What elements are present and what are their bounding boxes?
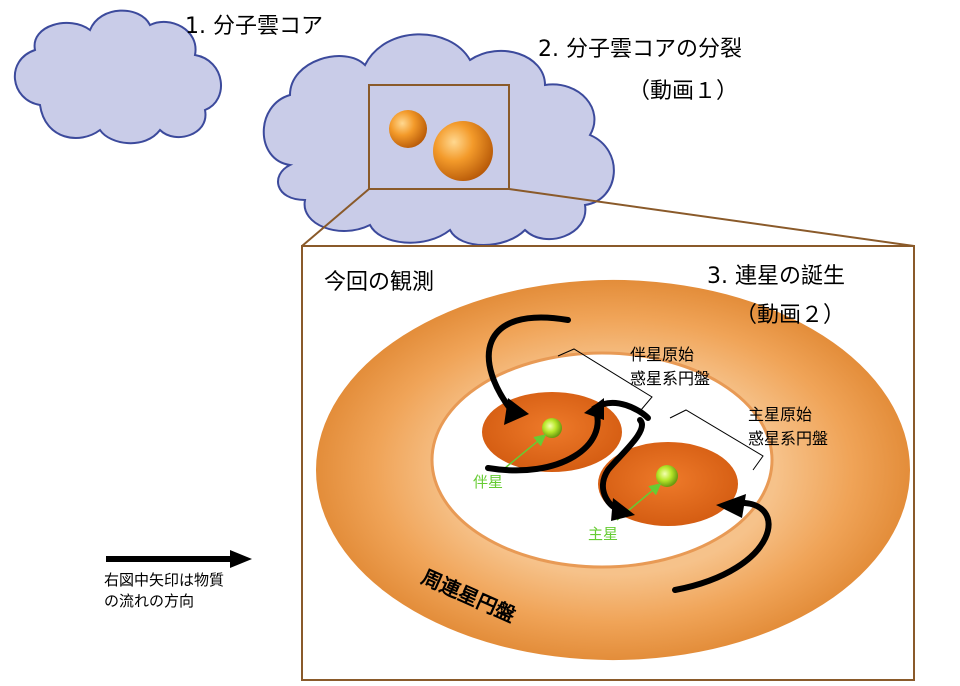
- stage3-label: 3. 連星の誕生: [707, 264, 845, 289]
- stage1-label: 1. 分子雲コア: [185, 14, 323, 39]
- primary-star-label: 主星: [588, 525, 618, 543]
- zoom-line-right: [508, 188, 915, 247]
- circumbinary-disk: [315, 279, 910, 661]
- legend-text-2: の流れの方向: [104, 592, 194, 610]
- companion-disk-label-1: 伴星原始: [630, 345, 694, 364]
- flow-arrow-middle-up: [485, 400, 651, 474]
- companion-disk-bracket: [557, 348, 653, 411]
- observation-label: 今回の観測: [324, 270, 434, 295]
- companion-disk-label-2: 惑星系円盤: [630, 369, 710, 388]
- flow-arrow-bottom: [672, 499, 772, 593]
- stage3-sublabel: （動画２）: [735, 303, 845, 328]
- flow-arrowhead-bottom: [716, 494, 746, 518]
- zoom-line-left: [301, 188, 370, 247]
- flow-arrows: [485, 314, 772, 593]
- zoom-frame-small: [368, 84, 510, 190]
- stage2-label: 2. 分子雲コアの分裂: [538, 37, 742, 62]
- legend-text-1: 右図中矢印は物質: [104, 571, 224, 589]
- companion-star-label: 伴星: [473, 473, 503, 491]
- flow-arrowhead-middle-down: [611, 498, 635, 521]
- flow-arrowheads: [504, 398, 746, 521]
- flow-arrow-middle-down: [599, 417, 645, 513]
- cloud-small: [13, 9, 222, 145]
- primary-disk-label-2: 惑星系円盤: [748, 429, 828, 448]
- primary-star: [656, 465, 678, 487]
- circumbinary-disk-rim: [430, 351, 774, 569]
- flow-arrow-top: [485, 314, 571, 418]
- stage2-sublabel: （動画１）: [628, 79, 738, 104]
- flow-arrowhead-top: [504, 398, 529, 425]
- companion-pointer: [504, 434, 547, 469]
- flow-arrowhead-middle-up: [584, 398, 604, 420]
- core-sphere-large: [433, 121, 493, 181]
- primary-disk-bracket: [669, 409, 764, 471]
- core-sphere-small: [389, 110, 427, 148]
- companion-star: [542, 418, 562, 438]
- primary-disk-label-1: 主星原始: [748, 405, 812, 424]
- legend-arrowhead: [230, 550, 252, 568]
